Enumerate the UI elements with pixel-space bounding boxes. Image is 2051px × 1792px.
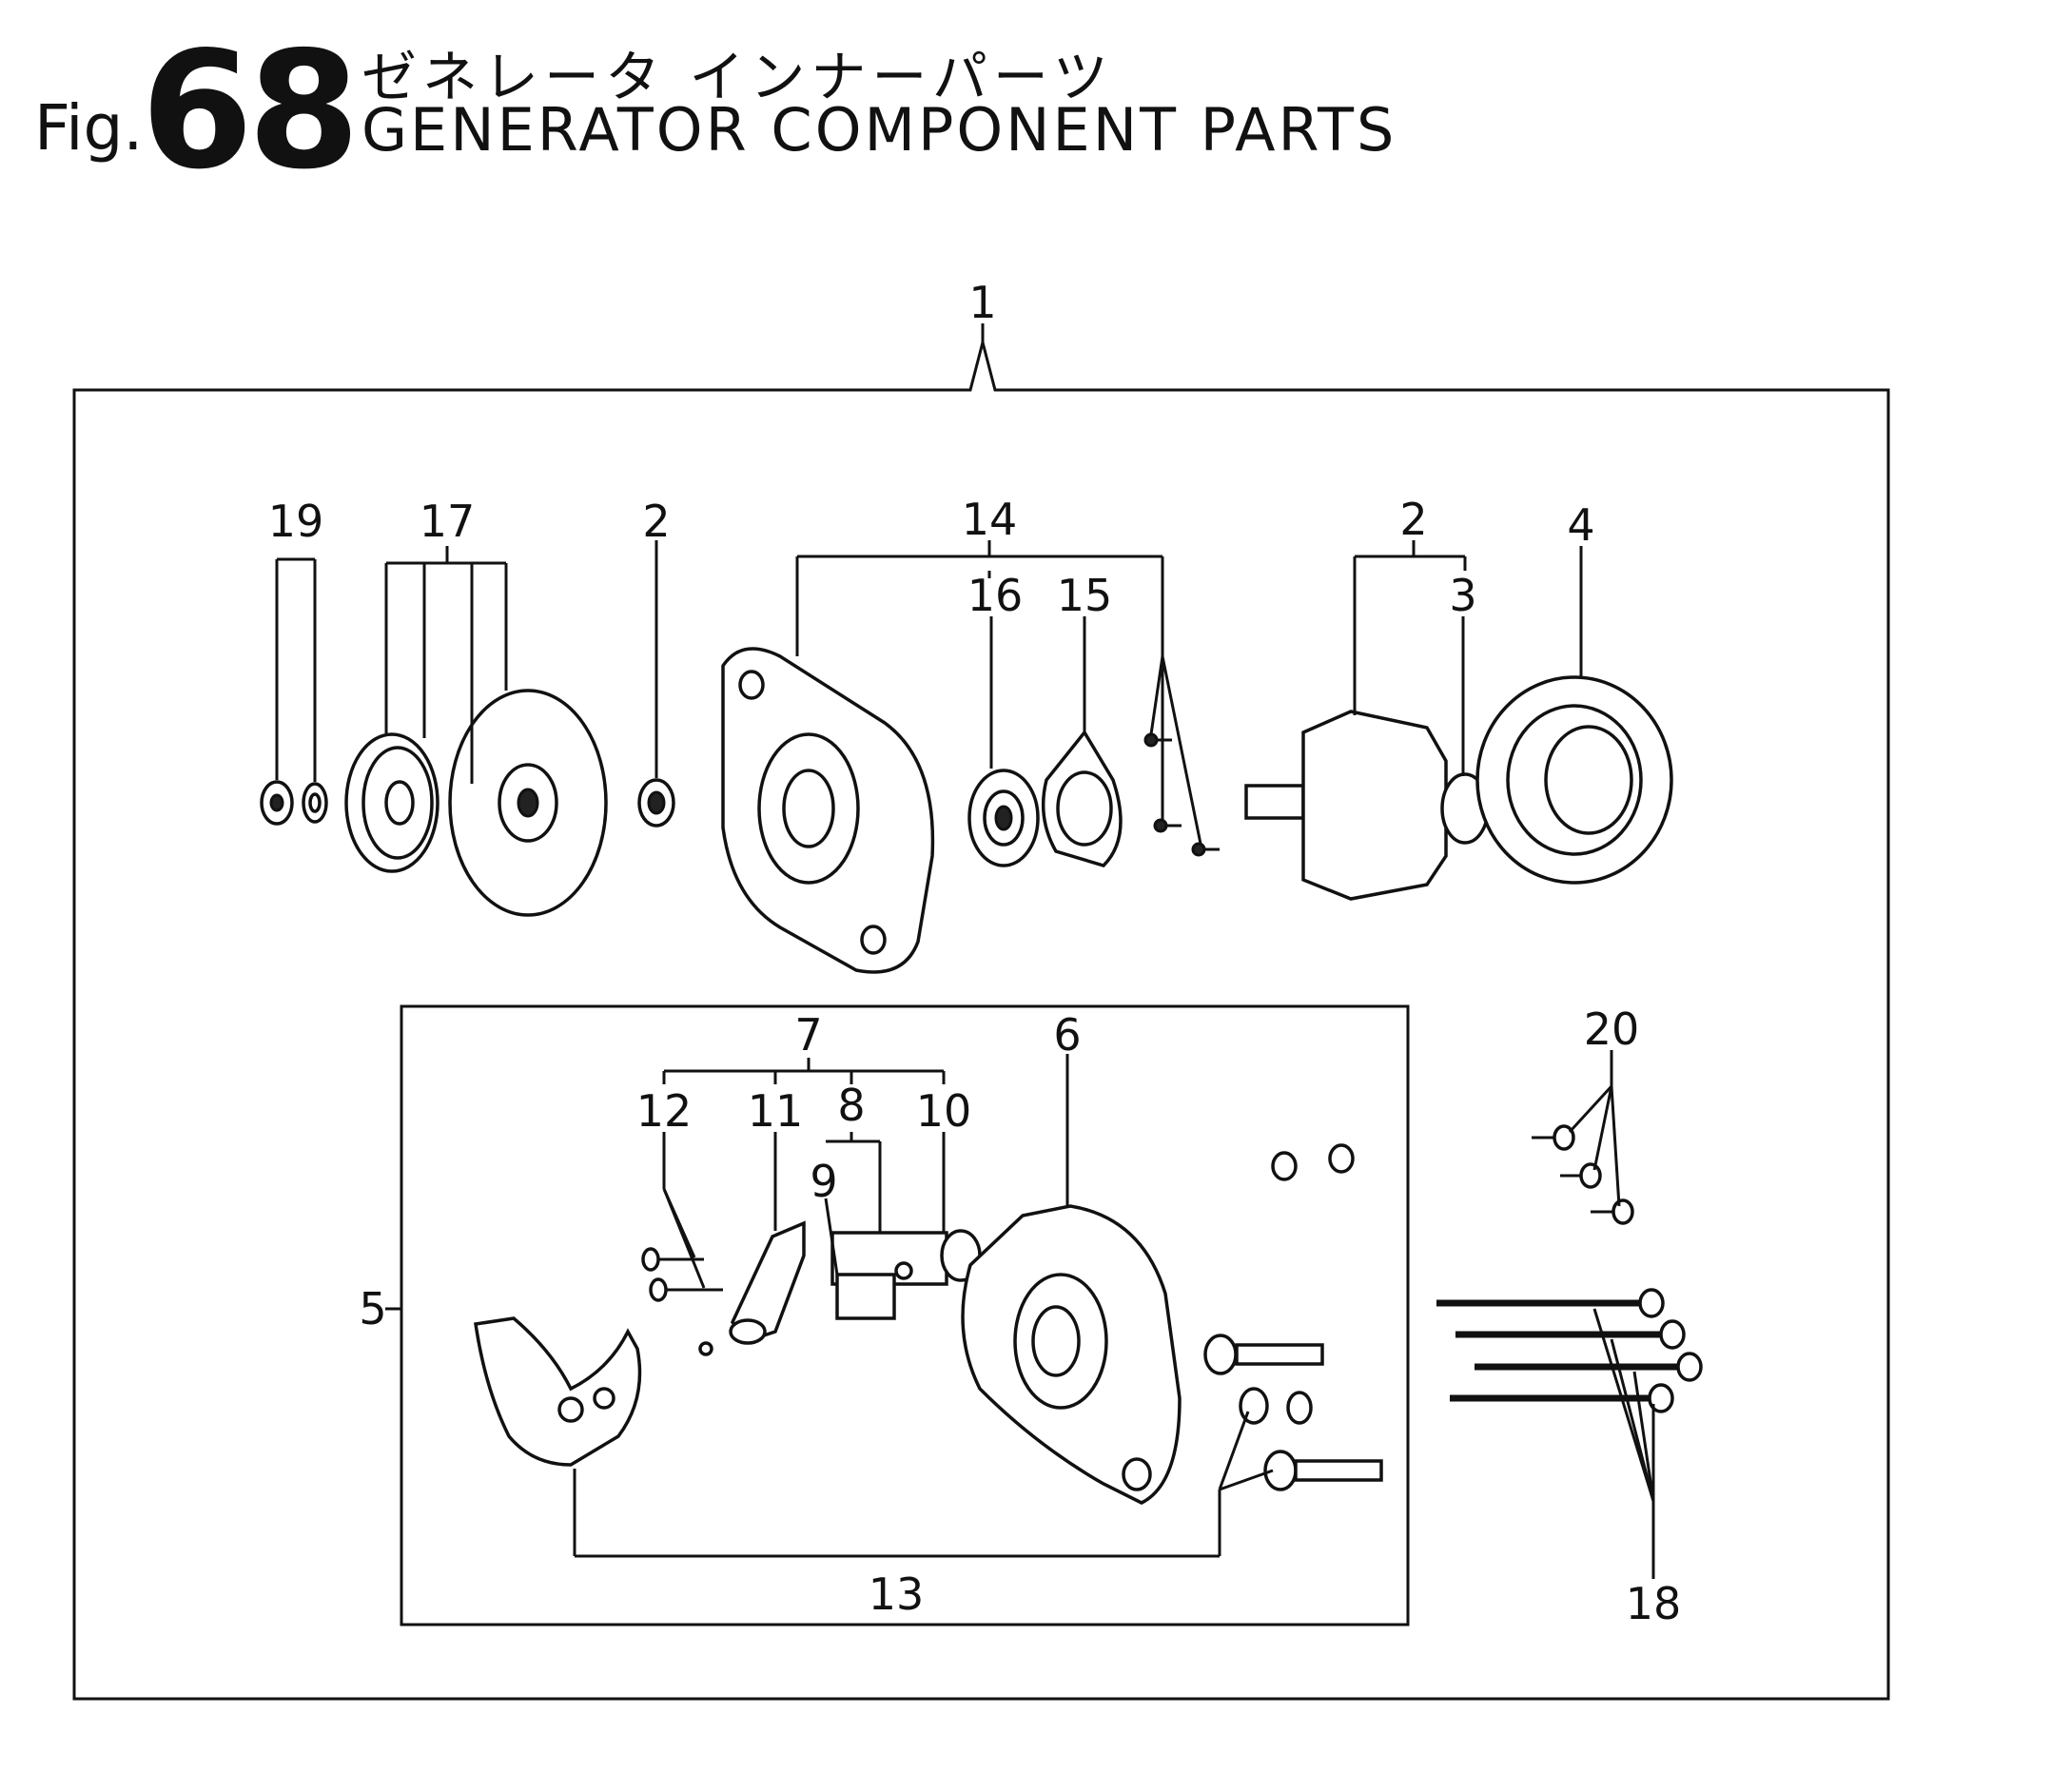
callout-12: 12 [636,1085,693,1137]
callout-2-rotor: 2 [1399,494,1427,545]
front-housing-14 [721,647,935,974]
pulley-fan-17 [344,689,608,917]
figure-number: 68 [141,17,361,205]
stator-4 [1475,675,1673,885]
brush-holder-8 [830,1229,982,1320]
callout-1: 1 [968,277,996,328]
callout-19: 19 [268,496,324,547]
leaders-top-row [275,540,1583,845]
rectifier-13 [474,1316,642,1467]
callout-5: 5 [359,1283,386,1334]
title-japanese: ゼネレータ インナーパーツ [361,45,1114,109]
bearing-16 [967,769,1040,867]
figure-prefix: Fig. [34,91,144,165]
callout-6: 6 [1053,1009,1081,1061]
callout-14: 14 [962,494,1018,545]
bearing-2-front [637,778,675,828]
brush-holder-cover-11 [698,1220,806,1356]
callout-20: 20 [1584,1003,1640,1055]
retainer-plate-15 [1041,729,1123,867]
through-bolts-18 [1436,1288,1703,1413]
callout-16: 16 [967,570,1024,621]
callout-4: 4 [1567,499,1594,551]
callout-18: 18 [1626,1578,1682,1629]
callout-10: 10 [916,1085,972,1137]
screws-20 [1532,1124,1634,1225]
callout-11: 11 [748,1085,804,1137]
callout-7: 7 [794,1009,822,1061]
callout-8: 8 [837,1080,865,1131]
callout-17: 17 [420,496,476,547]
nuts-6 [1271,1143,1355,1181]
assembly-frame-outer [72,337,1890,1701]
screws-14 [1143,732,1220,857]
rotor-3 [1244,710,1490,901]
callout-15: 15 [1057,570,1113,621]
callout-3: 3 [1449,570,1476,621]
callout-13: 13 [869,1568,925,1620]
screws-12 [641,1247,723,1302]
rear-housing-6 [961,1204,1182,1505]
title-english: GENERATOR COMPONENT PARTS [361,95,1397,165]
callout-9: 9 [810,1156,837,1207]
nut-and-washer-19 [260,780,328,826]
leaders-bottom [573,1050,1655,1579]
assembly-frame-inner [400,1004,1410,1626]
callout-2-front: 2 [642,496,670,547]
terminal-insulators-13 [1203,1334,1383,1491]
